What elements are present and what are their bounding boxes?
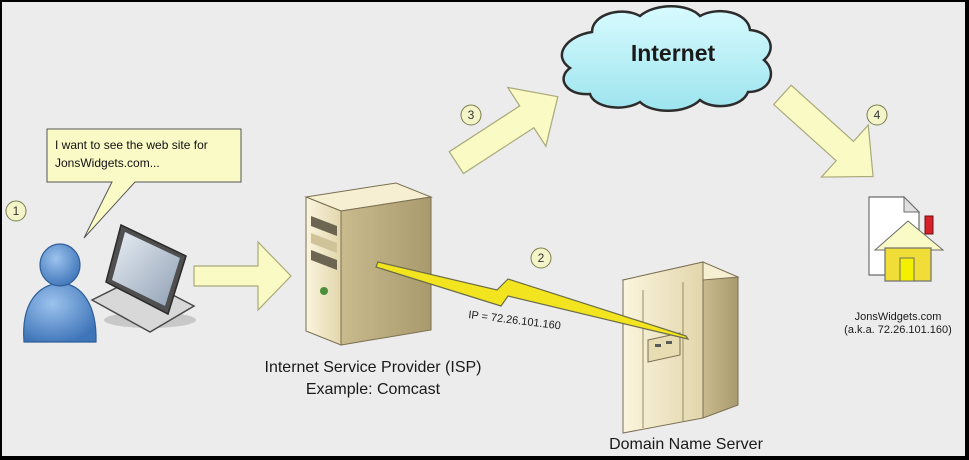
step-badge-3: 3 — [460, 104, 482, 126]
svg-text:3: 3 — [468, 108, 475, 122]
internet-cloud: Internet — [560, 5, 773, 112]
svg-text:1: 1 — [13, 204, 20, 218]
arrow-internet-to-website — [772, 84, 874, 178]
internet-label: Internet — [631, 40, 716, 66]
svg-text:2: 2 — [538, 251, 545, 265]
website-label-line-1: JonsWidgets.com — [855, 311, 942, 323]
step-badge-1: 1 — [5, 200, 27, 222]
svg-text:4: 4 — [874, 108, 881, 122]
isp-label-line-1: Internet Service Provider (ISP) — [265, 359, 482, 376]
step-badge-2: 2 — [530, 247, 552, 269]
isp-server-icon — [304, 182, 433, 346]
lightning-connection — [375, 261, 690, 340]
isp-label-line-2: Example: Comcast — [306, 381, 441, 398]
speech-bubble-line-2: JonsWidgets.com... — [55, 156, 160, 170]
person-icon — [23, 243, 97, 343]
step-badge-4: 4 — [866, 104, 888, 126]
dns-server-icon — [621, 261, 740, 434]
arrow-user-to-isp — [193, 240, 292, 312]
website-label-line-2: (a.k.a. 72.26.101.160) — [844, 324, 952, 336]
dns-server-label: Domain Name Server — [609, 436, 764, 453]
speech-bubble-line-1: I want to see the web site for — [55, 138, 208, 152]
house-icon — [873, 215, 945, 282]
speech-bubble: I want to see the web site for JonsWidge… — [46, 128, 242, 239]
laptop-icon — [90, 223, 196, 333]
arrow-isp-to-internet — [448, 86, 559, 175]
